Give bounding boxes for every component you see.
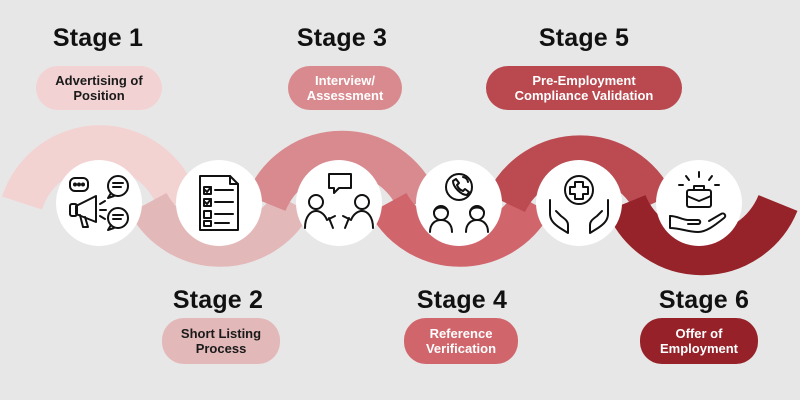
megaphone-chat-icon	[56, 160, 142, 246]
health-hands-icon	[536, 160, 622, 246]
stage-4-title: Stage 4	[416, 286, 508, 314]
wave-segment-5	[487, 135, 673, 213]
stage-6-description: Offer of Employment	[640, 318, 758, 364]
stage-4-description: Reference Verification	[404, 318, 518, 364]
wave-segment-6	[606, 194, 798, 276]
interview-icon	[296, 160, 382, 246]
wave-segment-1	[2, 125, 198, 211]
checklist-icon	[176, 160, 262, 246]
stage-2-title: Stage 2	[172, 286, 264, 314]
stage-1-title: Stage 1	[52, 24, 144, 52]
stage-1-description: Advertising of Position	[36, 66, 162, 110]
stage-3-title: Stage 3	[296, 24, 388, 52]
phone-call-icon	[416, 160, 502, 246]
briefcase-hand-icon	[656, 160, 742, 246]
wave-segment-3	[246, 130, 438, 212]
stage-6-title: Stage 6	[658, 286, 750, 314]
stage-5-description: Pre-Employment Compliance Validation	[486, 66, 682, 110]
stage-5-title: Stage 5	[538, 24, 630, 52]
stage-2-description: Short Listing Process	[162, 318, 280, 364]
stage-3-description: Interview/ Assessment	[288, 66, 402, 110]
